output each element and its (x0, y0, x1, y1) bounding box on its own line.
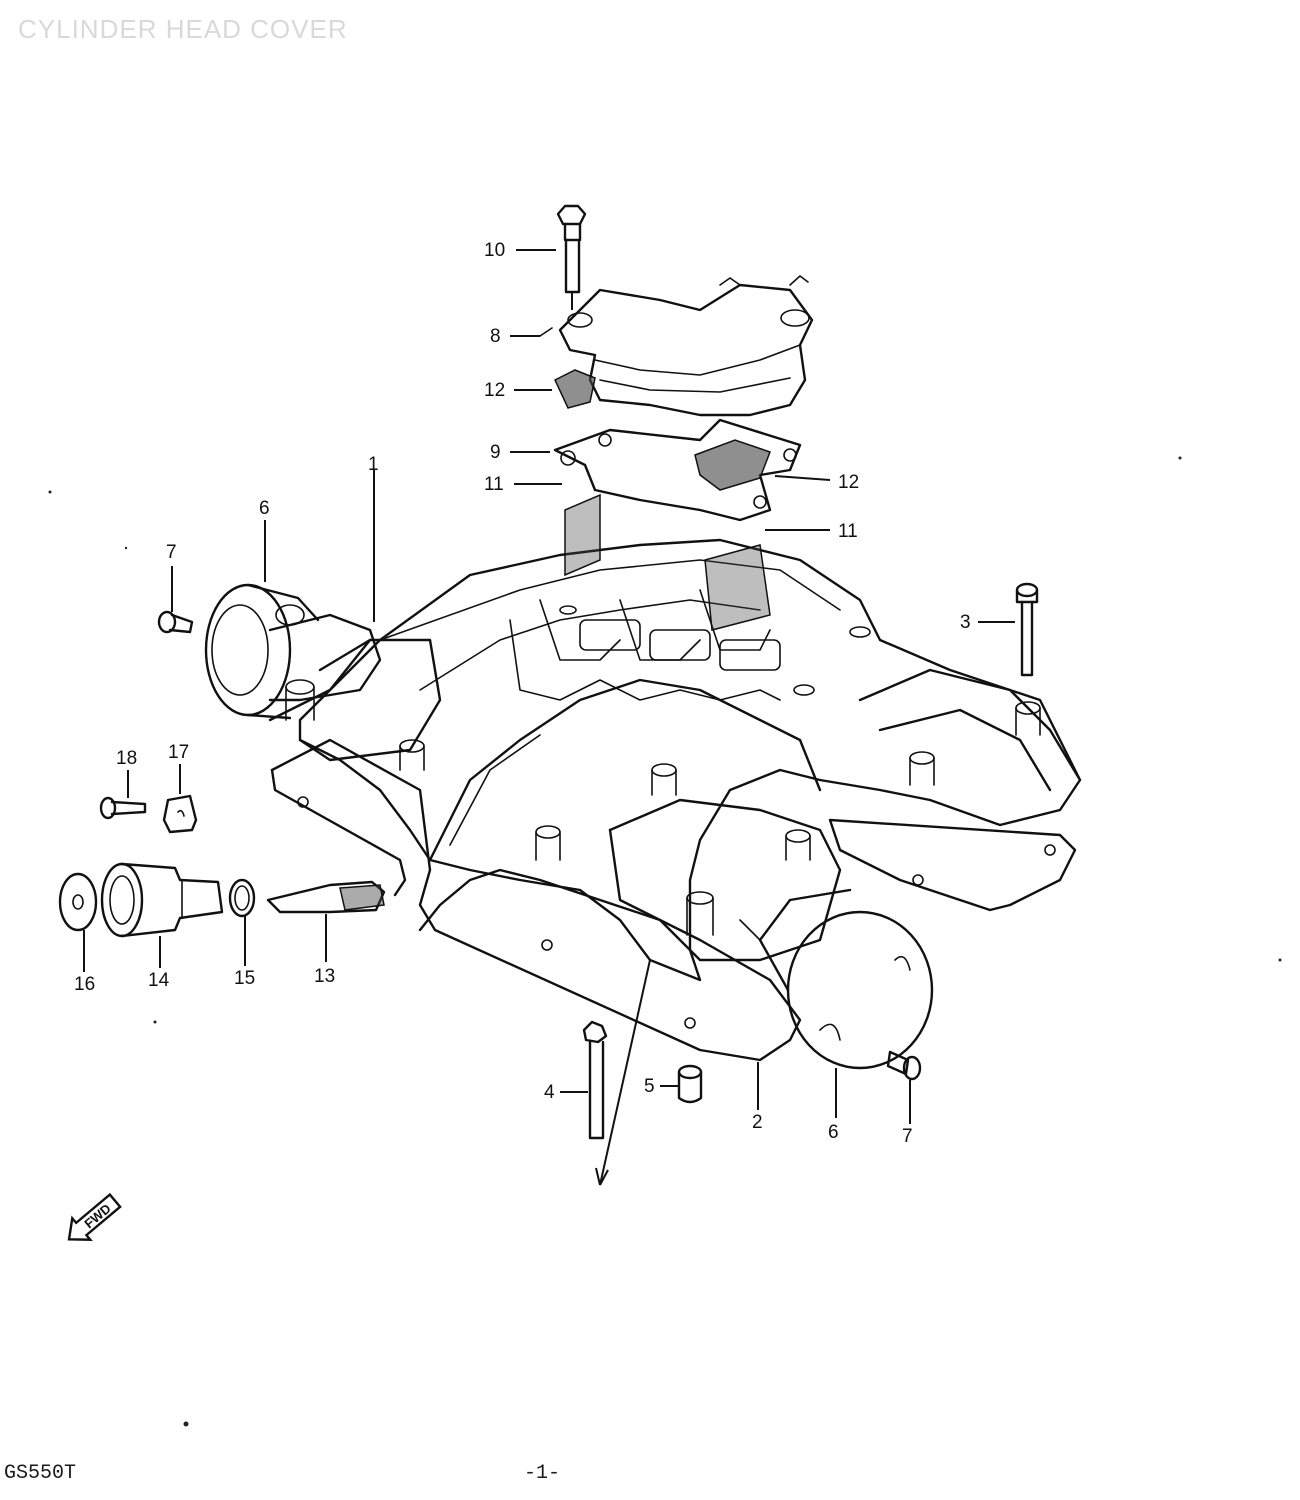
page-title: CYLINDER HEAD COVER (18, 14, 348, 44)
screw-7-right (886, 1050, 922, 1081)
tachometer-housing-14 (100, 862, 224, 938)
callout-2: 2 (752, 1112, 763, 1133)
callout-1: 1 (368, 454, 379, 475)
callout-12-right: 12 (838, 472, 859, 493)
callout-6-left: 6 (259, 498, 270, 519)
retainer-17 (162, 794, 198, 834)
callout-17: 17 (168, 742, 189, 763)
washer-16 (58, 872, 98, 932)
callout-3: 3 (960, 612, 971, 633)
breather-element-right (704, 544, 771, 631)
breather-seal-lower (694, 439, 771, 491)
callouts: 10 8 12 9 11 12 11 1 6 7 3 18 17 (74, 240, 1015, 1147)
front-direction-arrow: FWD (67, 1192, 122, 1241)
model-code: GS550T (4, 1462, 77, 1485)
callout-15: 15 (234, 968, 255, 989)
callout-9: 9 (490, 442, 501, 463)
callout-7-left: 7 (166, 542, 177, 563)
breather-element-left (564, 493, 601, 577)
callout-5: 5 (644, 1076, 655, 1097)
cylinder-head-cover (268, 493, 1082, 982)
tachometer-gear-13 (266, 880, 386, 914)
callout-13: 13 (314, 966, 335, 987)
callout-18: 18 (116, 748, 137, 769)
callout-14: 14 (148, 970, 170, 991)
callout-10: 10 (484, 240, 505, 261)
dowel-pin-5 (677, 1064, 703, 1104)
screw-7-left (157, 610, 194, 634)
callout-16: 16 (74, 974, 95, 995)
bolt-4 (582, 1020, 608, 1140)
callout-11-right: 11 (838, 521, 858, 542)
bolt-3 (1015, 582, 1039, 677)
callout-8: 8 (490, 326, 501, 347)
cover-bosses (285, 605, 1041, 936)
page-number: -1- (524, 1462, 561, 1485)
cam-end-cap-left (204, 583, 382, 720)
screw-18 (99, 796, 147, 820)
callout-12-upper: 12 (484, 380, 505, 401)
callout-11-left: 11 (484, 474, 504, 495)
breather-gasket (553, 418, 802, 522)
scan-specks (48, 456, 1282, 1427)
callout-6-right: 6 (828, 1122, 839, 1143)
assembly-lines (373, 470, 651, 1186)
breather-cover (558, 275, 814, 417)
bolt-10 (556, 204, 587, 310)
callout-7-right: 7 (902, 1126, 913, 1147)
gasket-outline (270, 738, 1077, 1062)
breather-seal-upper (554, 369, 596, 409)
o-ring-15 (228, 878, 256, 918)
cam-end-cap-right (739, 888, 934, 1070)
callout-4: 4 (544, 1082, 555, 1103)
